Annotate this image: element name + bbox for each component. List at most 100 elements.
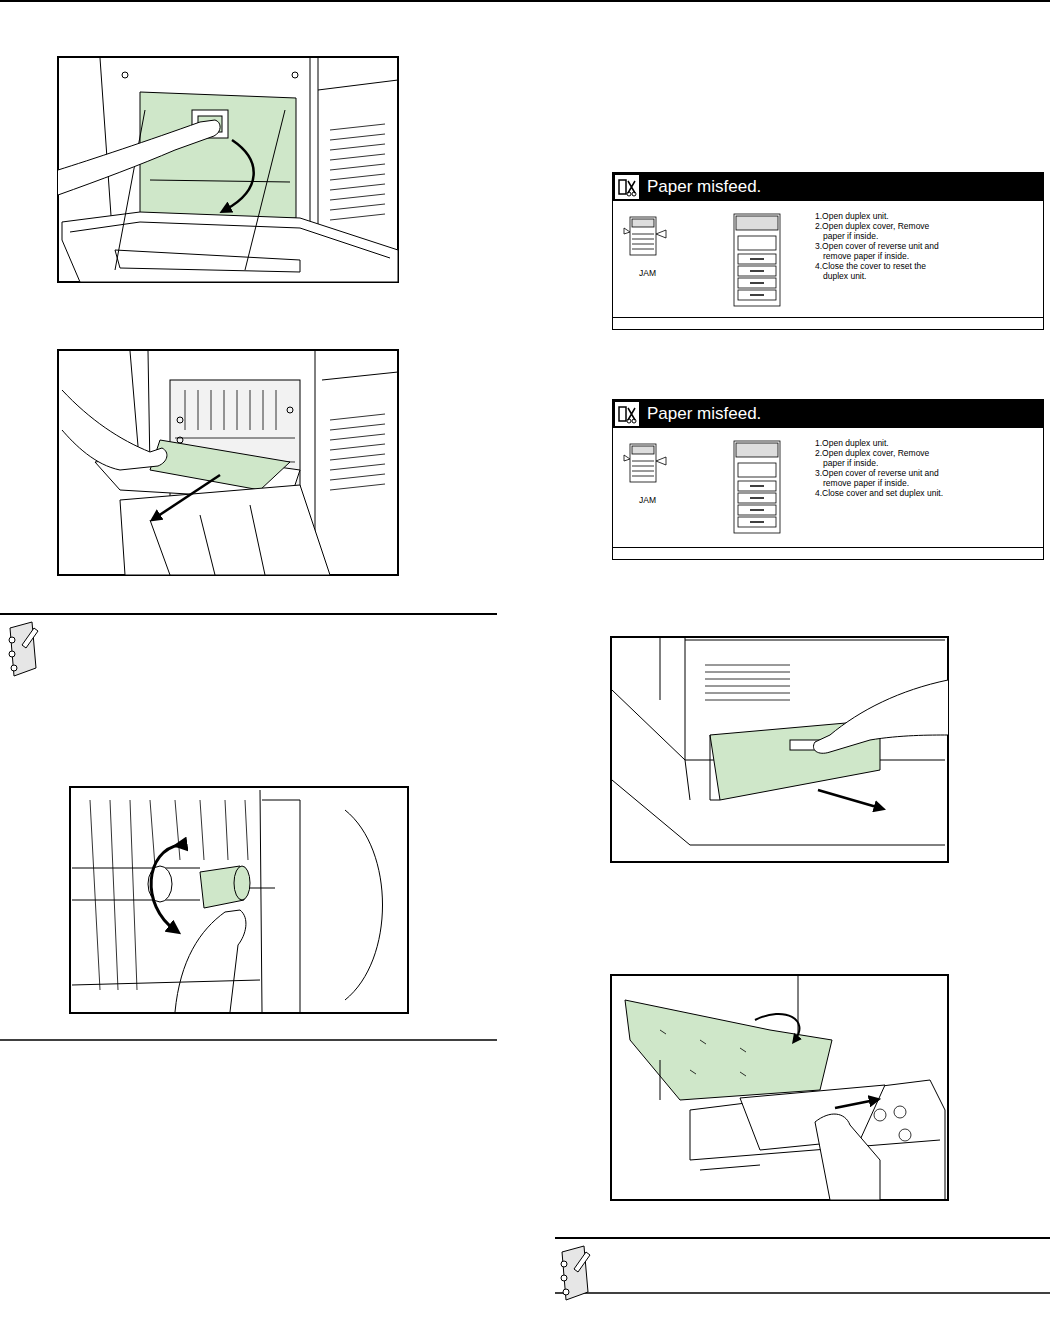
misfeed-icon (615, 175, 639, 199)
machine-icons (738, 481, 776, 491)
note-icon (561, 1261, 567, 1267)
page-rules (0, 1039, 497, 1041)
cover-open-illustration (115, 110, 145, 270)
cover-open-illustration (115, 250, 300, 272)
cover-open-illustration (330, 204, 385, 210)
panel-heading: Paper misfeed. (647, 400, 761, 428)
paper-removal-illustration (330, 474, 385, 480)
machine-icons (738, 266, 776, 276)
misfeed-icon (615, 402, 639, 426)
machine-icons (734, 441, 780, 533)
knob-illustration (151, 845, 180, 930)
duplex-cover-illustration (874, 1109, 886, 1121)
paper-removal-illustration (287, 407, 293, 413)
cover-open-illustration (318, 58, 398, 90)
knob-illustration (262, 800, 300, 1012)
machine-icons (632, 446, 654, 454)
cover-open-illustration (330, 164, 385, 170)
machine-icons (750, 521, 764, 523)
instruction-step: 4.Close cover and set duplex unit. (815, 488, 949, 498)
paper-removal-illustration (120, 485, 330, 575)
machine-icons (630, 217, 656, 255)
paper-removal-illustration (150, 440, 290, 490)
machine-icons (750, 509, 764, 511)
knob-illustration (234, 866, 250, 900)
paper-removal-illustration (175, 438, 295, 439)
machine-icons (624, 455, 630, 461)
page-rules (555, 1292, 1050, 1294)
machine-icons (624, 214, 780, 533)
paper-removal-illustration (330, 434, 385, 440)
paper-removal-illustration (150, 520, 170, 575)
machine-icons (630, 444, 656, 482)
instruction-list: 1.Open duplex unit.2.Open duplex cover, … (815, 211, 949, 281)
machine-icons (738, 463, 776, 477)
cover-open-illustration (330, 184, 385, 190)
paper-removal-illustration (330, 414, 385, 490)
paper-removal-illustration (263, 390, 264, 430)
paper-removal-illustration (224, 390, 225, 430)
duplex-cover-illustration (660, 1030, 746, 1076)
drawer-illustration (685, 640, 945, 641)
panel-header: Paper misfeed. (613, 173, 1043, 201)
instruction-step: 3.Open cover of reverse unit and remove … (815, 241, 949, 261)
drawer-illustration (611, 637, 948, 862)
drawer-illustration (685, 638, 686, 760)
machine-icons (738, 517, 776, 527)
machine-icons (632, 239, 654, 240)
machine-icons (624, 228, 630, 234)
duplex-cover-illustration (835, 1100, 875, 1108)
paper-removal-illustration (276, 390, 277, 430)
cover-open-illustration (100, 58, 112, 230)
drawer-illustration (705, 693, 790, 694)
machine-icons (750, 258, 764, 260)
knob-illustration (225, 800, 228, 860)
duplex-cover-illustration (611, 975, 948, 1200)
paper-removal-illustration (211, 390, 212, 430)
knob-illustration (260, 790, 262, 1012)
instruction-step: 2.Open duplex cover, Remove paper if ins… (815, 448, 949, 468)
note-icon (9, 622, 38, 676)
paper-removal-illustration (330, 454, 385, 460)
cover-open-illustration (330, 174, 385, 180)
knob-illustration (110, 800, 118, 990)
duplex-cover-illustration (690, 1080, 945, 1200)
knob-illustration (250, 888, 275, 889)
note-icon (22, 628, 38, 648)
drawer-illustration (813, 680, 948, 753)
cover-open-illustration (58, 57, 398, 282)
machine-icons (632, 219, 654, 227)
machine-icons (750, 294, 764, 296)
page-rules (0, 1, 1050, 1293)
knob-illustration (175, 800, 180, 860)
panel-heading: Paper misfeed. (647, 173, 761, 201)
machine-icons (734, 214, 780, 306)
drawer-illustration (705, 686, 790, 687)
knob-illustration (70, 787, 408, 1013)
machine-icons (738, 254, 776, 264)
paper-removal-illustration (200, 515, 215, 575)
duplex-cover-illustration (625, 1000, 832, 1100)
machine-icons (750, 270, 764, 272)
cover-open-illustration (140, 92, 296, 222)
message-panel: Paper misfeed.JAM1.Open duplex unit.2.Op… (612, 399, 1044, 560)
note-icon (9, 651, 15, 657)
drawer-illustration (705, 665, 790, 700)
knob-illustration (130, 800, 137, 990)
paper-removal-illustration (330, 424, 385, 430)
drawer-illustration (705, 672, 790, 673)
machine-icons (750, 497, 764, 499)
note-icon (561, 1275, 567, 1281)
paper-removal-illustration (62, 390, 167, 470)
paper-removal-illustration (185, 390, 186, 430)
panel-header: Paper misfeed. (613, 400, 1043, 428)
machine-icons (738, 493, 776, 503)
machine-icons (738, 505, 776, 515)
cover-open-illustration (245, 110, 285, 270)
drawer-illustration (611, 637, 948, 862)
machine-icons (750, 485, 764, 487)
drawer-illustration (818, 790, 880, 808)
duplex-cover-illustration (611, 975, 948, 1200)
machine-icons (750, 282, 764, 284)
machine-icons (656, 457, 666, 465)
